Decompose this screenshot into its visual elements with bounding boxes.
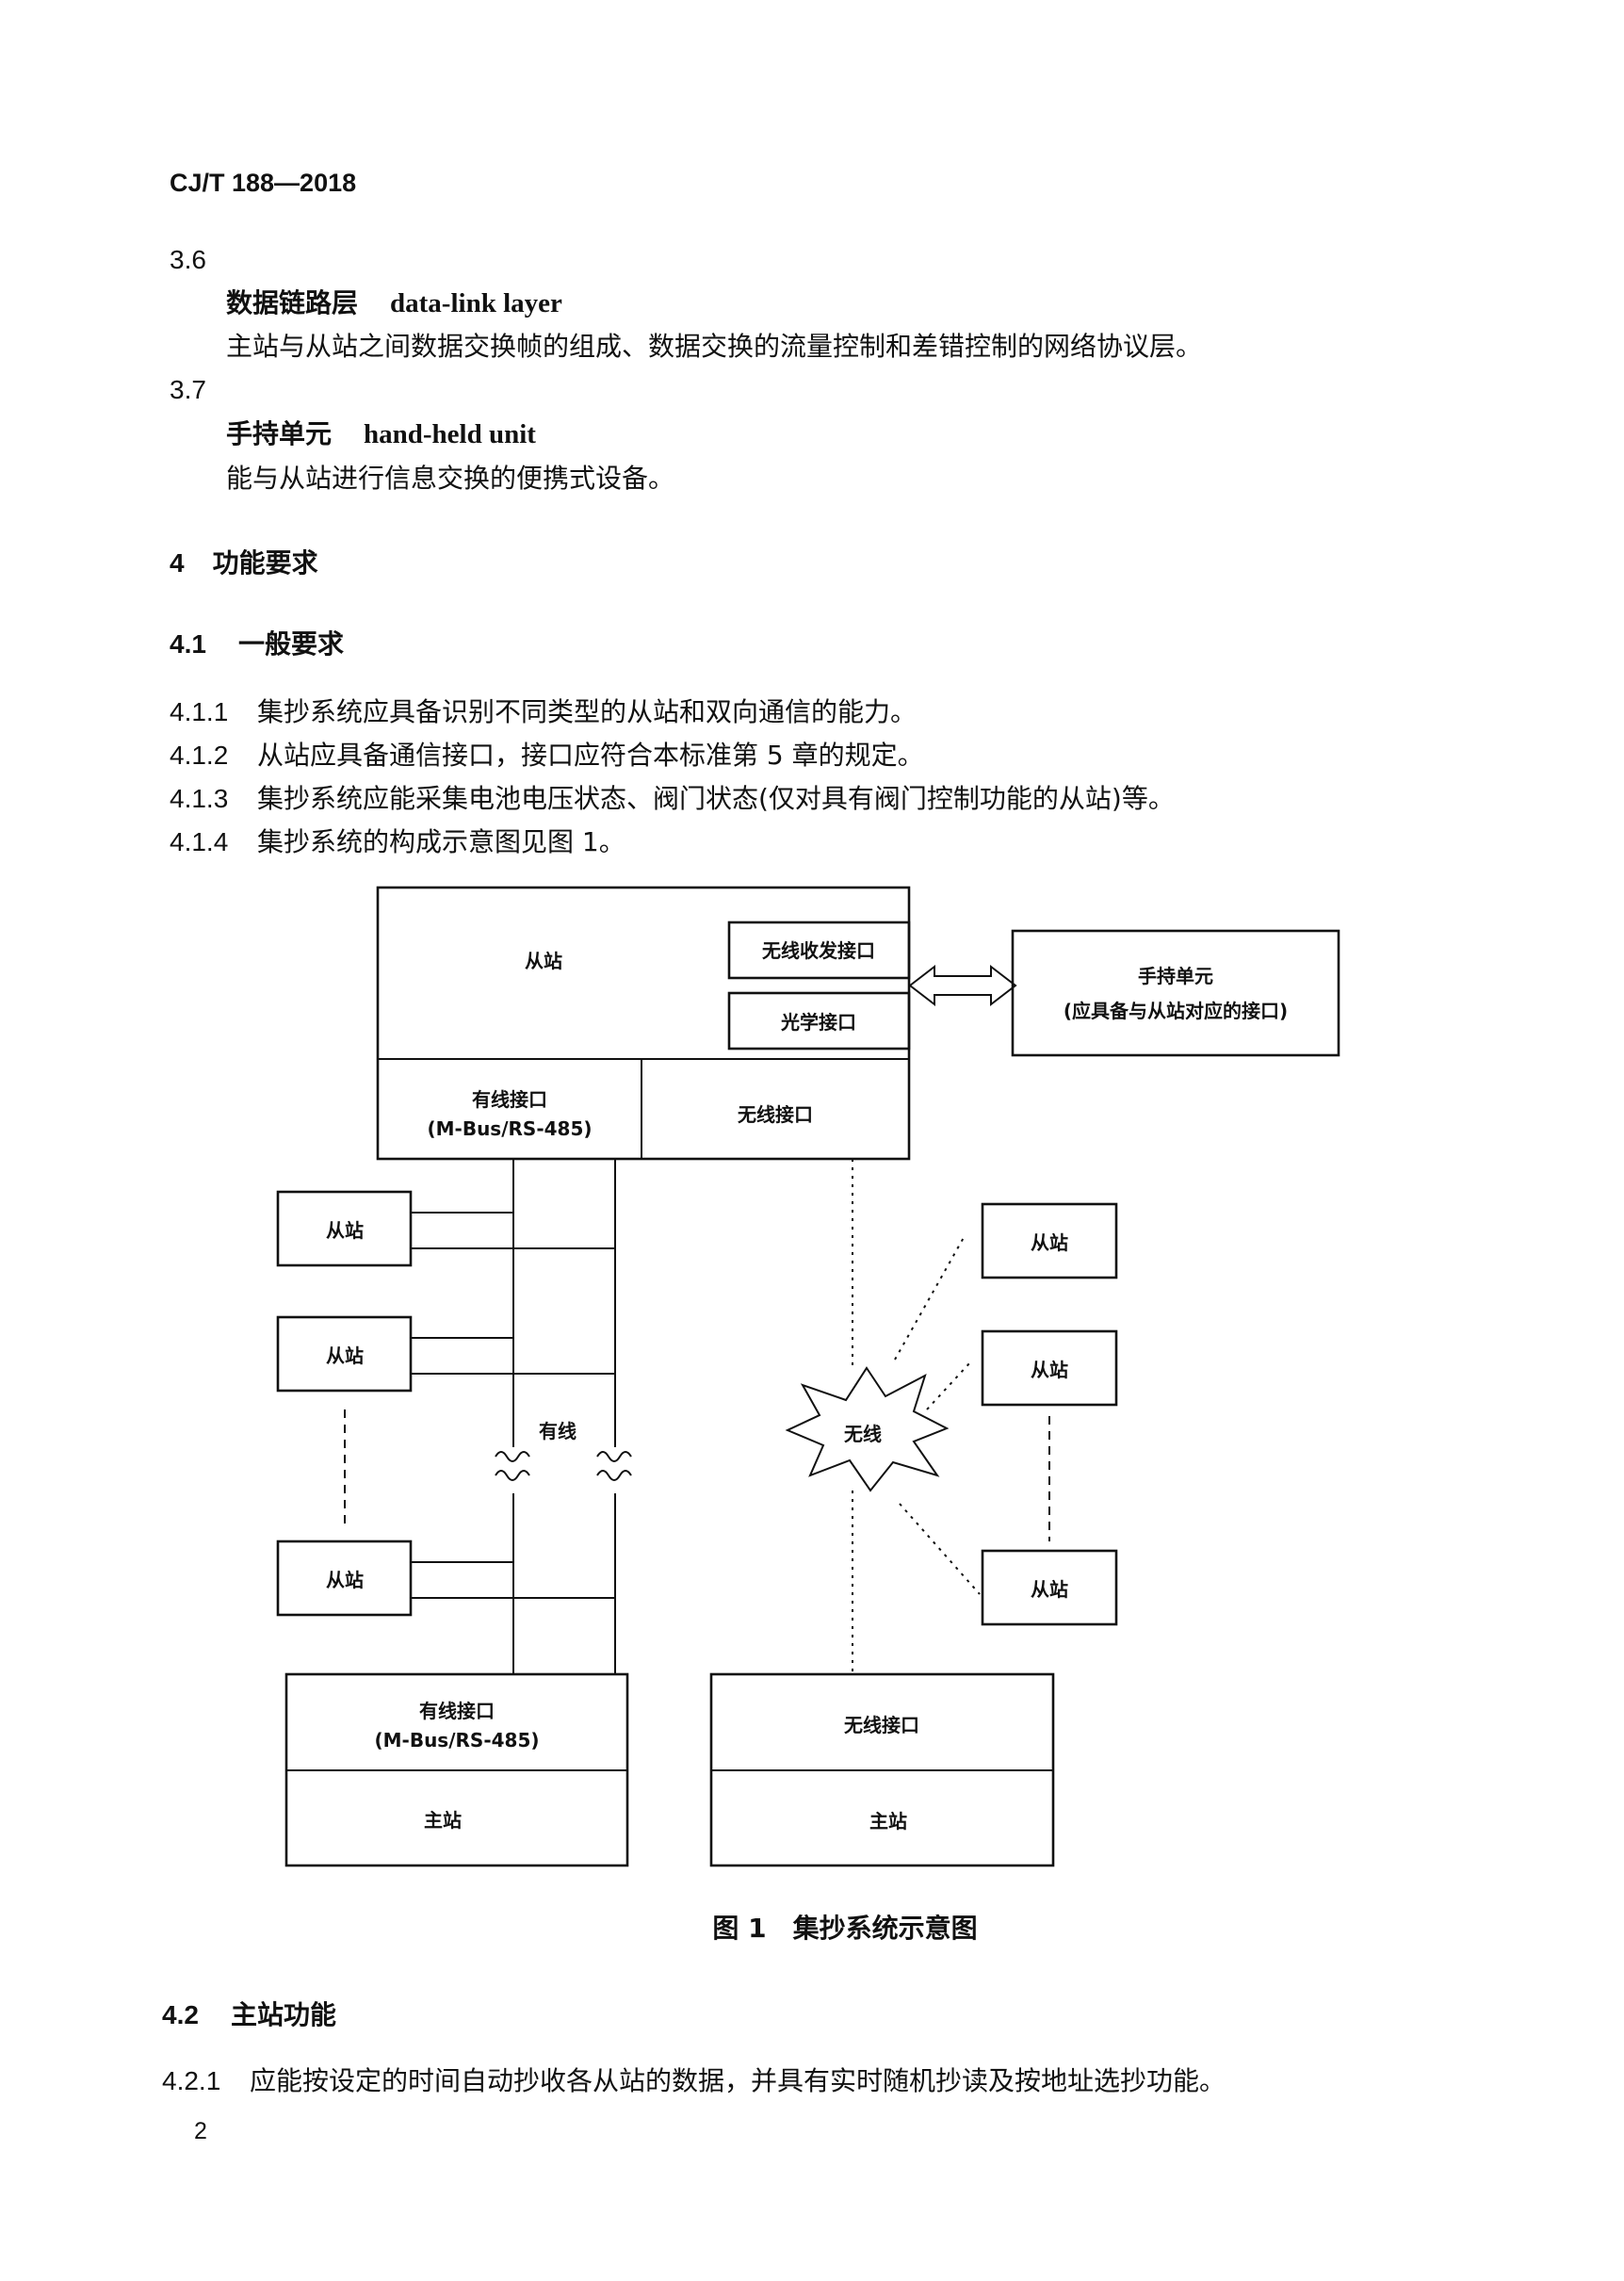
clause-text: 从站应具备通信接口，接口应符合本标准第 5 章的规定。 [257,740,924,771]
master-bus-types-label: (M-Bus/RS-485) [374,1729,539,1751]
clause-4-1-3: 4.1.3 集抄系统应能采集电池电压状态、阀门状态(仅对具有阀门控制功能的从站)等… [170,782,1175,816]
left-slave-2-box [276,1315,413,1393]
right-slave-3-box [981,1549,1118,1626]
top-wired-if-label: 有线接口 [472,1088,547,1111]
section-title: 功能要求 [212,547,318,578]
break-mark [596,1470,632,1481]
section-number: 4.2 [162,2000,199,2029]
right-slave-2-label: 从站 [1031,1359,1068,1381]
figure-caption: 图 1 集抄系统示意图 [712,1913,978,1944]
term-en: hand-held unit [364,419,536,449]
clause-4-1-1: 4.1.1 集抄系统应具备识别不同类型的从站和双向通信的能力。 [170,695,917,729]
slave-top-label: 从站 [525,950,562,972]
definition-3-7: 能与从站进行信息交换的便携式设备。 [226,463,675,494]
term-zh: 手持单元 [226,418,333,449]
wireless-burst [785,1366,950,1492]
clause-number: 4.1.3 [170,784,229,813]
left-slave-3-box [276,1540,413,1617]
clause-text: 集抄系统应具备识别不同类型的从站和双向通信的能力。 [257,696,918,727]
section-title: 一般要求 [237,628,344,660]
wireless-link [926,1361,971,1410]
right-slave-1-label: 从站 [1031,1231,1068,1254]
optical-if-label: 光学接口 [780,1011,856,1034]
wireless-transceiver-if-box [727,921,911,980]
left-slave-2-label: 从站 [326,1344,364,1367]
break-mark [495,1470,530,1481]
clause-4-1-2: 4.1.2 从站应具备通信接口，接口应符合本标准第 5 章的规定。 [170,739,924,773]
wireless-transceiver-if-label: 无线收发接口 [762,939,875,962]
clause-text: 集抄系统的构成示意图见图 1。 [257,826,625,857]
wired-label: 有线 [539,1420,577,1442]
clause-number: 4.2.1 [162,2066,221,2095]
clause-number: 4.1.4 [170,827,229,856]
clause-number-3-7: 3.7 [170,375,206,404]
master-wireless-if-label: 无线接口 [844,1714,919,1736]
section-title: 主站功能 [230,1999,336,2030]
master-wired-if-label: 有线接口 [419,1700,495,1722]
double-arrow [908,964,1017,1007]
section-4-2-heading: 4.2 主站功能 [162,1998,336,2032]
left-slave-3-label: 从站 [326,1569,364,1591]
handheld-unit-title: 手持单元 [1138,965,1213,987]
clause-text: 集抄系统应能采集电池电压状态、阀门状态(仅对具有阀门控制功能的从站)等。 [257,783,1175,814]
left-slave-1-label: 从站 [326,1219,364,1242]
handheld-unit-box [1011,929,1340,1057]
wireless-link [899,1503,981,1595]
section-number: 4 [170,548,185,578]
optical-if-box [727,991,911,1051]
clause-text: 应能按设定的时间自动抄收各从站的数据，并具有实时随机抄读及按地址选抄功能。 [250,2065,1226,2096]
section-number: 4.1 [170,629,206,659]
clause-4-2-1: 4.2.1 应能按设定的时间自动抄收各从站的数据，并具有实时随机抄读及按地址选抄功… [162,2064,1226,2098]
term-en: data-link layer [390,288,562,318]
term-zh: 数据链路层 [226,287,359,318]
clause-number-3-6: 3.6 [170,245,206,274]
wireless-link [894,1233,966,1360]
top-wireless-if-label: 无线接口 [738,1103,813,1126]
master-wired-label: 主站 [424,1809,462,1832]
right-slave-1-box [981,1202,1118,1279]
section-4-heading: 4 功能要求 [170,546,318,580]
right-slave-3-label: 从站 [1031,1578,1068,1601]
left-slave-1-box [276,1190,413,1267]
right-slave-2-box [981,1329,1118,1407]
clause-number: 4.1.1 [170,697,229,726]
doc-number: CJ/T 188—2018 [170,169,357,197]
break-mark [495,1451,530,1462]
clause-4-1-4: 4.1.4 集抄系统的构成示意图见图 1。 [170,825,625,859]
definition-3-6: 主站与从站之间数据交换帧的组成、数据交换的流量控制和差错控制的网络协议层。 [226,331,1203,362]
page-number: 2 [194,2118,207,2144]
term-3-7: 手持单元 hand-held unit [226,417,536,451]
top-bus-types-label: (M-Bus/RS-485) [427,1117,592,1140]
clause-number: 4.1.2 [170,741,229,770]
section-4-1-heading: 4.1 一般要求 [170,627,344,661]
term-3-6: 数据链路层 data-link layer [226,286,562,320]
handheld-unit-note: (应具备与从站对应的接口) [1064,1000,1288,1022]
break-mark [596,1451,632,1462]
wireless-label: 无线 [844,1423,882,1445]
master-wireless-label: 主站 [869,1810,907,1833]
